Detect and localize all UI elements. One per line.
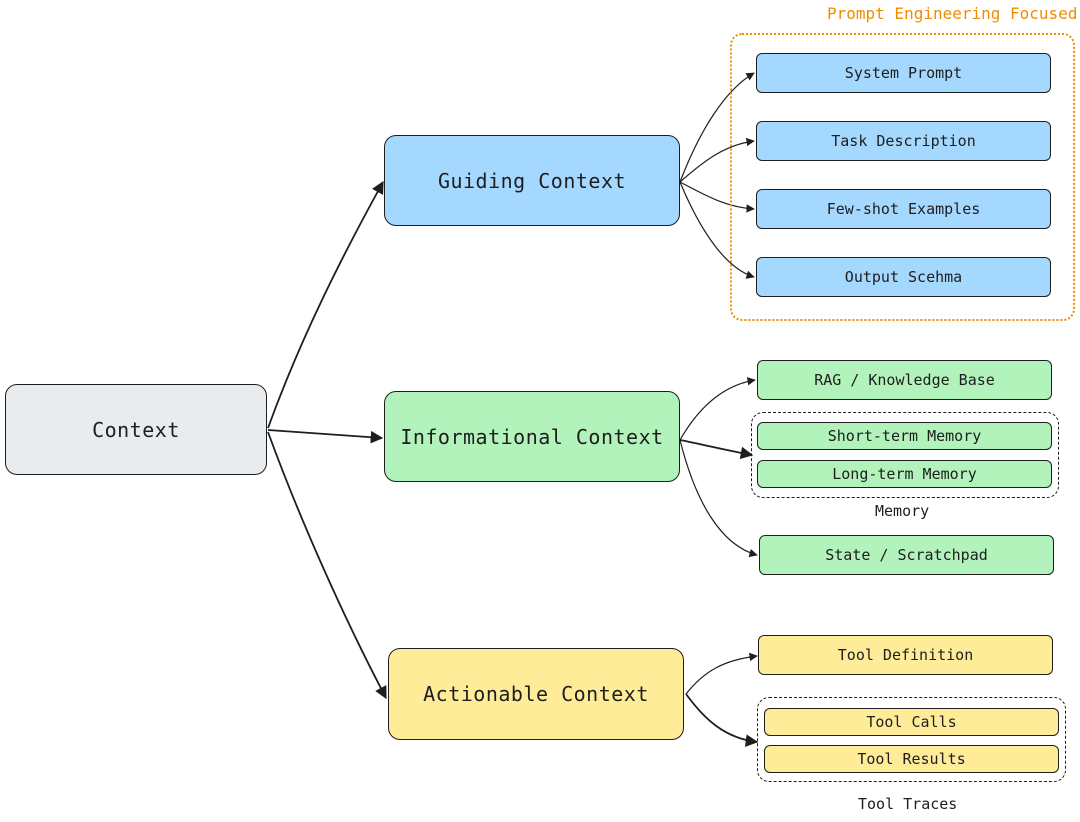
actionable-context-node[interactable]: Actionable Context bbox=[388, 648, 684, 740]
memory-group-label: Memory bbox=[875, 502, 930, 520]
memory-group bbox=[751, 412, 1059, 498]
context-root-node[interactable]: Context bbox=[5, 384, 267, 475]
edge-informational-rag bbox=[679, 377, 756, 441]
tool-calls-node[interactable]: Tool Calls bbox=[764, 708, 1059, 736]
system-prompt-node[interactable]: System Prompt bbox=[756, 53, 1051, 93]
edge-informational-memory bbox=[679, 439, 754, 460]
rag-knowledge-base-node[interactable]: RAG / Knowledge Base bbox=[757, 360, 1052, 400]
edge-context-informational bbox=[267, 429, 384, 444]
state-scratchpad-node[interactable]: State / Scratchpad bbox=[759, 535, 1054, 575]
edge-guiding-system-prompt bbox=[679, 72, 755, 183]
prompt-engineering-group-label: Prompt Engineering Focused bbox=[827, 4, 1078, 23]
edge-guiding-few-shot bbox=[679, 181, 755, 213]
task-description-node[interactable]: Task Description bbox=[756, 121, 1051, 161]
tool-definition-node[interactable]: Tool Definition bbox=[758, 635, 1053, 675]
edge-context-actionable bbox=[267, 431, 387, 700]
tool-traces-group-label: Tool Traces bbox=[858, 795, 958, 813]
guiding-context-node[interactable]: Guiding Context bbox=[384, 135, 680, 226]
edge-actionable-tool-traces bbox=[685, 693, 759, 747]
edge-context-guiding bbox=[267, 180, 384, 429]
output-schema-node[interactable]: Output Scehma bbox=[756, 257, 1051, 297]
tool-traces-group bbox=[757, 697, 1066, 782]
edge-informational-state bbox=[679, 439, 758, 558]
edge-guiding-task-description bbox=[679, 137, 755, 183]
short-term-memory-node[interactable]: Short-term Memory bbox=[757, 422, 1052, 450]
edge-actionable-tool-definition bbox=[685, 652, 758, 695]
long-term-memory-node[interactable]: Long-term Memory bbox=[757, 460, 1052, 488]
tool-results-node[interactable]: Tool Results bbox=[764, 745, 1059, 773]
prompt-engineering-group bbox=[730, 33, 1075, 321]
informational-context-node[interactable]: Informational Context bbox=[384, 391, 680, 482]
edge-guiding-output-schema bbox=[679, 181, 755, 279]
few-shot-examples-node[interactable]: Few-shot Examples bbox=[756, 189, 1051, 229]
